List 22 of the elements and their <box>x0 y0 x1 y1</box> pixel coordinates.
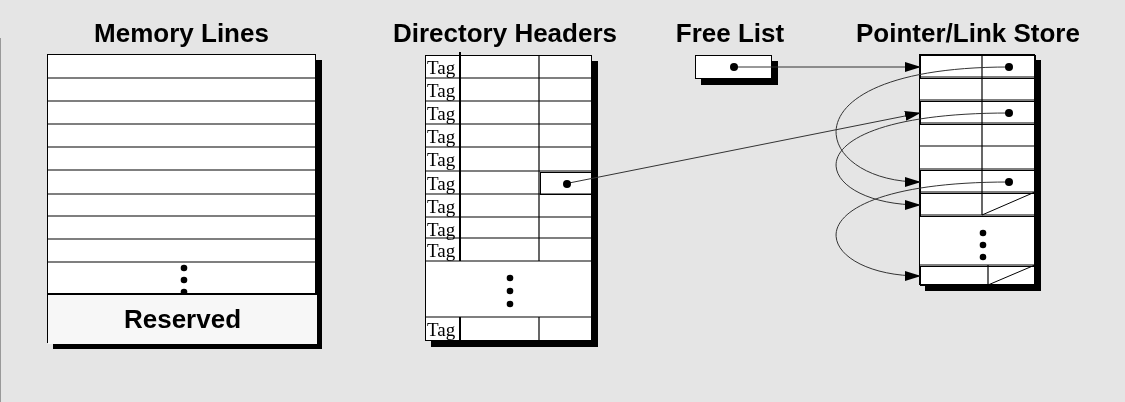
tag-label: Tag <box>427 81 456 100</box>
tag-label: Tag <box>427 174 456 193</box>
tag-label: Tag <box>427 104 456 123</box>
tag-label: Tag <box>427 58 456 77</box>
reserved-row <box>48 293 317 344</box>
list-row <box>920 266 1036 286</box>
pointer-cell <box>540 172 593 195</box>
list-row <box>920 193 1036 217</box>
list-row <box>920 170 1036 194</box>
list-row <box>920 101 1036 125</box>
table-heading: Pointer/Link Store <box>856 18 1080 48</box>
list-row <box>920 55 1036 79</box>
tag-label: Tag <box>427 150 456 169</box>
row-label: Reserved <box>123 304 242 335</box>
tag-label: Tag <box>427 197 456 216</box>
tag-label: Tag <box>427 127 456 146</box>
table-heading: Free List <box>675 18 785 48</box>
tag-label: Tag <box>427 241 456 260</box>
table-heading: Directory Headers <box>393 18 617 48</box>
tag-label: Tag <box>427 320 456 339</box>
table-heading: Memory Lines <box>94 18 269 48</box>
tag-label: Tag <box>427 220 456 239</box>
